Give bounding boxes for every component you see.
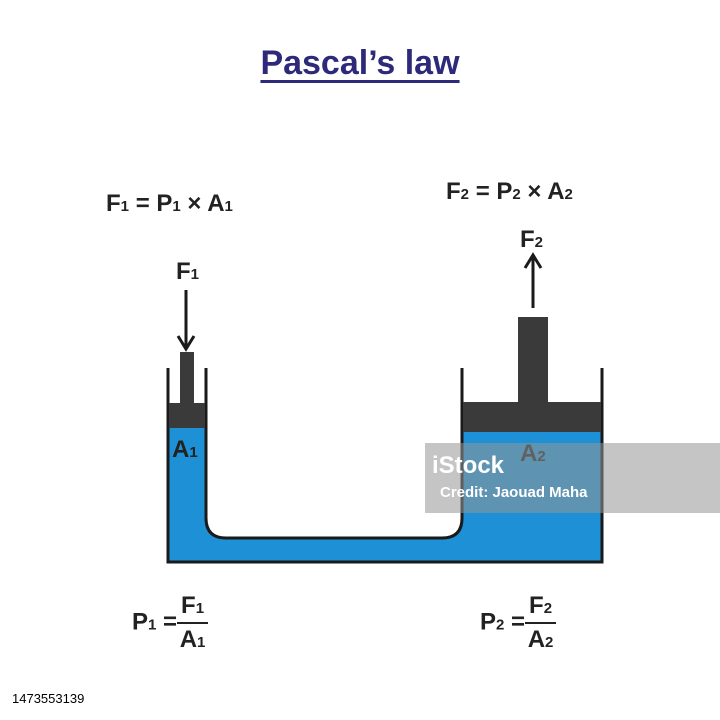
numerator: F2 — [525, 592, 557, 624]
fraction: F1 A1 — [177, 592, 209, 654]
eq-subscript: 1 — [224, 198, 233, 215]
watermark-logo: iStock — [432, 452, 505, 479]
numerator: F1 — [177, 592, 209, 624]
eq-symbol: P — [480, 608, 497, 636]
eq-subscript: 1 — [172, 198, 181, 215]
eq-equals: = — [511, 608, 526, 636]
eq-equals: = — [135, 190, 150, 217]
denominator: A1 — [180, 624, 206, 654]
left-force-equation: F1 = P1 × A1 — [106, 190, 233, 218]
eq-subscript: 2 — [545, 634, 554, 651]
eq-subscript: 1 — [120, 198, 130, 215]
eq-subscript: 2 — [512, 186, 521, 203]
label-subscript: 2 — [534, 234, 544, 251]
input-force-label: F1 — [176, 258, 199, 286]
title-text: Pascal’s law — [260, 44, 460, 82]
eq-subscript: 2 — [564, 186, 573, 203]
small-area-label: A1 — [172, 436, 198, 464]
label-letter: A — [172, 436, 190, 463]
eq-equals: = — [475, 178, 490, 205]
eq-symbol: F — [529, 592, 544, 619]
eq-times: × — [527, 178, 542, 205]
eq-subscript: 2 — [460, 186, 470, 203]
right-pressure-formula: P2 = F2 A2 — [480, 592, 557, 654]
small-piston-head — [169, 403, 205, 428]
eq-symbol: A — [179, 626, 198, 653]
large-piston-head — [463, 402, 601, 432]
eq-subscript: 1 — [195, 600, 205, 617]
right-force-equation: F2 = P2 × A2 — [446, 178, 573, 206]
eq-symbol: A — [207, 190, 225, 217]
eq-symbol: P — [156, 190, 173, 217]
output-force-label: F2 — [520, 226, 543, 254]
small-piston-rod — [180, 352, 194, 404]
label-letter: F — [176, 258, 191, 285]
up-arrow-icon — [523, 252, 543, 308]
eq-symbol: A — [527, 626, 546, 653]
denominator: A2 — [528, 624, 554, 654]
eq-symbol: F — [106, 190, 121, 217]
down-arrow-icon — [176, 290, 196, 352]
eq-symbol: P — [132, 608, 149, 636]
label-letter: F — [520, 226, 535, 253]
title: Pascal’s law — [0, 44, 720, 83]
eq-subscript: 1 — [148, 616, 157, 634]
watermark-credit: Credit: Jaouad Maha — [440, 484, 588, 501]
label-subscript: 1 — [189, 444, 198, 461]
large-piston-rod — [518, 317, 548, 403]
label-subscript: 1 — [190, 266, 200, 283]
watermark-band — [425, 443, 720, 513]
eq-subscript: 1 — [197, 634, 206, 651]
eq-subscript: 2 — [496, 616, 505, 634]
stock-id: 1473553139 — [8, 690, 89, 707]
eq-symbol: F — [181, 592, 196, 619]
eq-symbol: A — [547, 178, 565, 205]
fraction: F2 A2 — [525, 592, 557, 654]
eq-symbol: F — [446, 178, 461, 205]
left-pressure-formula: P1 = F1 A1 — [132, 592, 209, 654]
eq-equals: = — [163, 608, 178, 636]
eq-times: × — [187, 190, 202, 217]
eq-subscript: 2 — [543, 600, 553, 617]
eq-symbol: P — [496, 178, 513, 205]
